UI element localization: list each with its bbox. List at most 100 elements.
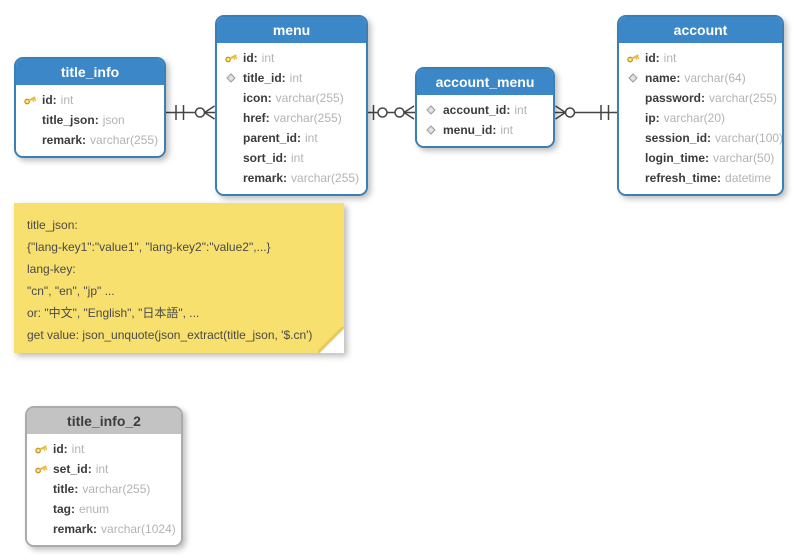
table-row[interactable]: idint [619, 48, 782, 68]
table-title_info_2[interactable]: title_info_2 idintset_idinttitlevarchar(… [25, 406, 183, 547]
foreign-key-diamond-icon [224, 71, 243, 85]
table-row[interactable]: title_jsonjson [16, 110, 164, 130]
table-title[interactable]: account [619, 17, 782, 43]
table-row[interactable]: titlevarchar(255) [27, 479, 181, 499]
table-row[interactable]: idint [16, 90, 164, 110]
column-type: int [663, 51, 677, 65]
column-name: href [243, 111, 270, 125]
column-icon-spacer [626, 91, 645, 105]
foreign-key-diamond-icon [424, 123, 443, 137]
column-icon-spacer [224, 91, 243, 105]
table-title[interactable]: title_info [16, 59, 164, 85]
zero-circle-icon [394, 107, 405, 118]
column-icon-spacer [23, 133, 42, 147]
note-folded-corner-icon [318, 327, 344, 353]
many-crowfoot-icon [204, 105, 215, 120]
table-columns: account_idintmenu_idint [417, 95, 553, 146]
table-row[interactable]: passwordvarchar(255) [619, 88, 782, 108]
column-icon-spacer [34, 502, 53, 516]
column-type: int [71, 442, 85, 456]
table-menu[interactable]: menu idinttitle_idinticonvarchar(255)hre… [215, 15, 368, 196]
zero-circle-icon [377, 107, 388, 118]
table-row[interactable]: tagenum [27, 499, 181, 519]
primary-key-icon [23, 93, 42, 107]
column-icon-spacer [224, 111, 243, 125]
column-type: varchar(255) [90, 133, 159, 147]
column-type: int [514, 103, 528, 117]
note-line: get value: json_unquote(json_extract(tit… [27, 328, 313, 342]
primary-key-icon [224, 51, 243, 65]
column-type: datetime [725, 171, 772, 185]
column-name: sort_id [243, 151, 287, 165]
table-row[interactable]: parent_idint [217, 128, 366, 148]
column-type: varchar(20) [663, 111, 726, 125]
column-type: int [291, 151, 304, 165]
column-icon-spacer [626, 111, 645, 125]
column-type: int [500, 123, 514, 137]
table-row[interactable]: hrefvarchar(255) [217, 108, 366, 128]
table-row[interactable]: idint [27, 439, 181, 459]
table-row[interactable]: session_idvarchar(100) [619, 128, 782, 148]
column-icon-spacer [224, 151, 243, 165]
column-name: session_id [645, 131, 711, 145]
table-row[interactable]: set_idint [27, 459, 181, 479]
relationship-menu-account_menu[interactable] [368, 105, 415, 120]
column-name: account_id [443, 103, 510, 117]
table-title[interactable]: menu [217, 17, 366, 43]
column-name: id [243, 51, 258, 65]
column-name: refresh_time [645, 171, 721, 185]
column-icon-spacer [224, 171, 243, 185]
table-account_menu[interactable]: account_menu account_idintmenu_idint [415, 67, 555, 148]
note-line: lang-key: [27, 262, 76, 276]
column-name: menu_id [443, 123, 496, 137]
column-type: json [102, 113, 125, 127]
primary-key-icon [626, 51, 645, 65]
table-columns: idinttitle_jsonjsonremarkvarchar(255) [16, 85, 164, 156]
column-type: int [95, 462, 109, 476]
relationship-title_info-menu[interactable] [166, 105, 215, 120]
column-type: int [305, 131, 318, 145]
table-row[interactable]: title_idint [217, 68, 366, 88]
foreign-key-diamond-icon [626, 71, 645, 85]
column-name: id [42, 93, 57, 107]
many-crowfoot-icon [403, 105, 415, 120]
many-crowfoot-icon [555, 105, 566, 120]
note-line: "cn", "en", "jp" ... [27, 284, 115, 298]
note-line: {"lang-key1":"value1", "lang-key2":"valu… [27, 240, 271, 254]
table-row[interactable]: remarkvarchar(255) [16, 130, 164, 150]
sticky-note[interactable]: title_json: {"lang-key1":"value1", "lang… [14, 203, 344, 353]
column-name: ip [645, 111, 660, 125]
table-row[interactable]: sort_id int [217, 148, 366, 168]
one-mandatory-bars-icon [600, 105, 610, 120]
table-row[interactable]: remarkvarchar(255) [217, 168, 366, 188]
relationship-account_menu-account[interactable] [555, 105, 617, 120]
table-row[interactable]: namevarchar(64) [619, 68, 782, 88]
column-icon-spacer [626, 171, 645, 185]
table-columns: idinttitle_idinticonvarchar(255)hrefvarc… [217, 43, 366, 194]
table-account[interactable]: account idintnamevarchar(64)passwordvarc… [617, 15, 784, 196]
table-columns: idintset_idinttitlevarchar(255)tagenumre… [27, 434, 181, 545]
column-name: icon [243, 91, 272, 105]
one-mandatory-bars-icon [175, 105, 185, 120]
column-type: varchar(50) [713, 151, 775, 165]
column-name: id [645, 51, 660, 65]
table-title[interactable]: account_menu [417, 69, 553, 95]
table-columns: idintnamevarchar(64)passwordvarchar(255)… [619, 43, 782, 194]
table-row[interactable]: remarkvarchar(1024) [27, 519, 181, 539]
table-row[interactable]: refresh_time datetime [619, 168, 782, 188]
table-title[interactable]: title_info_2 [27, 408, 181, 434]
column-name: tag [53, 502, 75, 516]
table-row[interactable]: account_id int [417, 100, 553, 120]
column-type: varchar(1024) [101, 522, 176, 536]
column-icon-spacer [224, 131, 243, 145]
table-row[interactable]: menu_id int [417, 120, 553, 140]
table-row[interactable]: login_timevarchar(50) [619, 148, 782, 168]
table-row[interactable]: iconvarchar(255) [217, 88, 366, 108]
column-type: varchar(255) [275, 91, 344, 105]
column-icon-spacer [34, 482, 53, 496]
table-title_info[interactable]: title_info idinttitle_jsonjsonremarkvarc… [14, 57, 166, 158]
table-row[interactable]: idint [217, 48, 366, 68]
table-row[interactable]: ipvarchar(20) [619, 108, 782, 128]
column-name: name [645, 71, 680, 85]
column-icon-spacer [34, 522, 53, 536]
